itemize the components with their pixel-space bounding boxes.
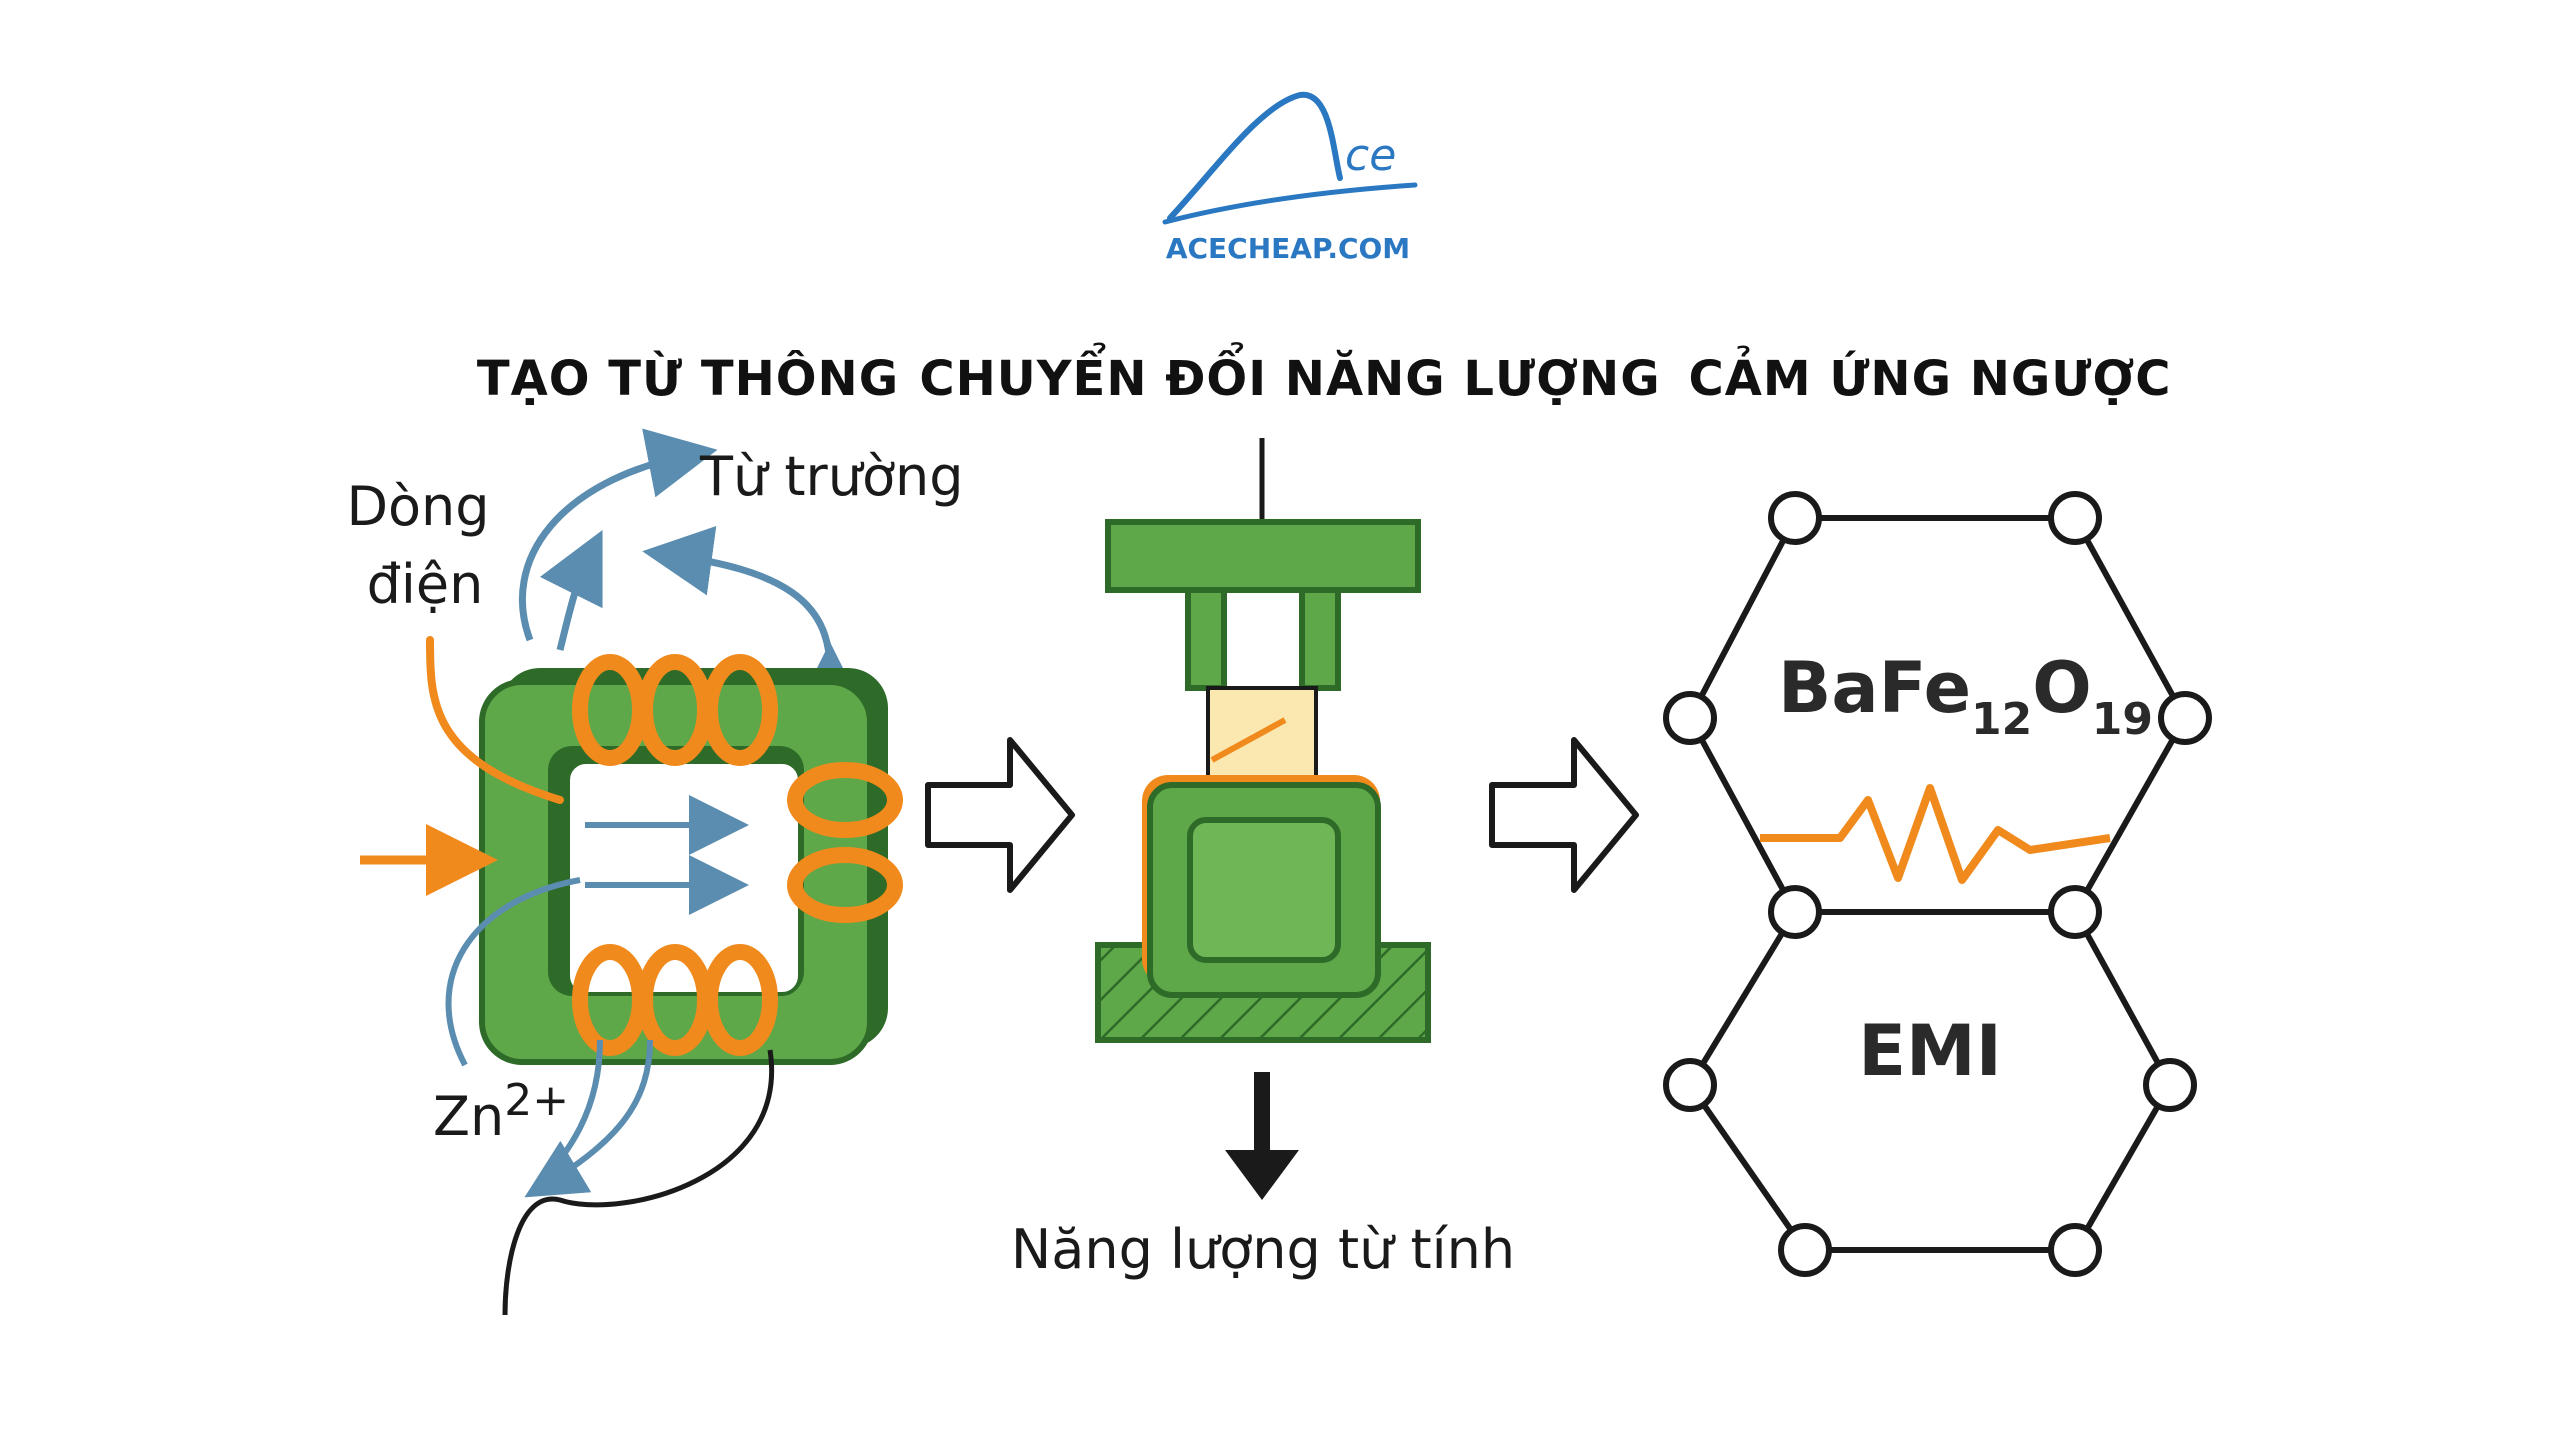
zigzag-link	[1760, 784, 2111, 884]
field-arrow	[518, 428, 718, 642]
flow-arrow-2	[1489, 737, 1639, 893]
bottom-coil	[572, 944, 778, 1056]
field-arrow	[445, 877, 581, 1067]
label-zn-ion: Zn2+	[433, 1075, 569, 1148]
logo-site-text: ACECHEAP.COM	[1166, 232, 1410, 265]
logo-mark-text: ce	[1345, 130, 1396, 181]
field-arrow	[524, 1039, 653, 1198]
label-current-line2: điện	[367, 553, 484, 616]
heading-step1: TẠO TỪ THÔNG	[477, 350, 899, 407]
heading-step3: CẢM ỨNG NGƯỢC	[1688, 345, 2171, 407]
inductor-illustration	[360, 428, 903, 1316]
press-pin-right	[1299, 587, 1341, 691]
field-arrow	[642, 526, 866, 713]
field-arrow	[539, 529, 603, 651]
top-coil	[572, 654, 778, 766]
lead-wire	[502, 1049, 775, 1316]
label-magnetic-field: Từ trường	[699, 445, 964, 508]
press-pin-left	[1185, 587, 1227, 691]
formula-bafe12o19: BaFe12O19	[1778, 647, 2153, 745]
right-coil	[787, 762, 903, 923]
molecule-illustration	[1663, 491, 2212, 1277]
current-lead	[426, 636, 564, 804]
label-emi: EMI	[1858, 1010, 2002, 1092]
label-magnetic-energy: Năng lượng từ tính	[1011, 1218, 1515, 1281]
acecheap-logo: ce ACECHEAP.COM	[1162, 91, 1418, 265]
hexagon-nodes	[1663, 491, 2212, 1277]
energy-converter-illustration	[1095, 438, 1431, 1200]
press-head	[1105, 519, 1421, 593]
flow-arrow-1	[925, 737, 1075, 893]
label-current-line1: Dòng	[346, 475, 489, 538]
transformer-window	[1187, 817, 1341, 963]
heading-step2: CHUYỂN ĐỔI NĂNG LƯỢNG	[919, 342, 1660, 407]
